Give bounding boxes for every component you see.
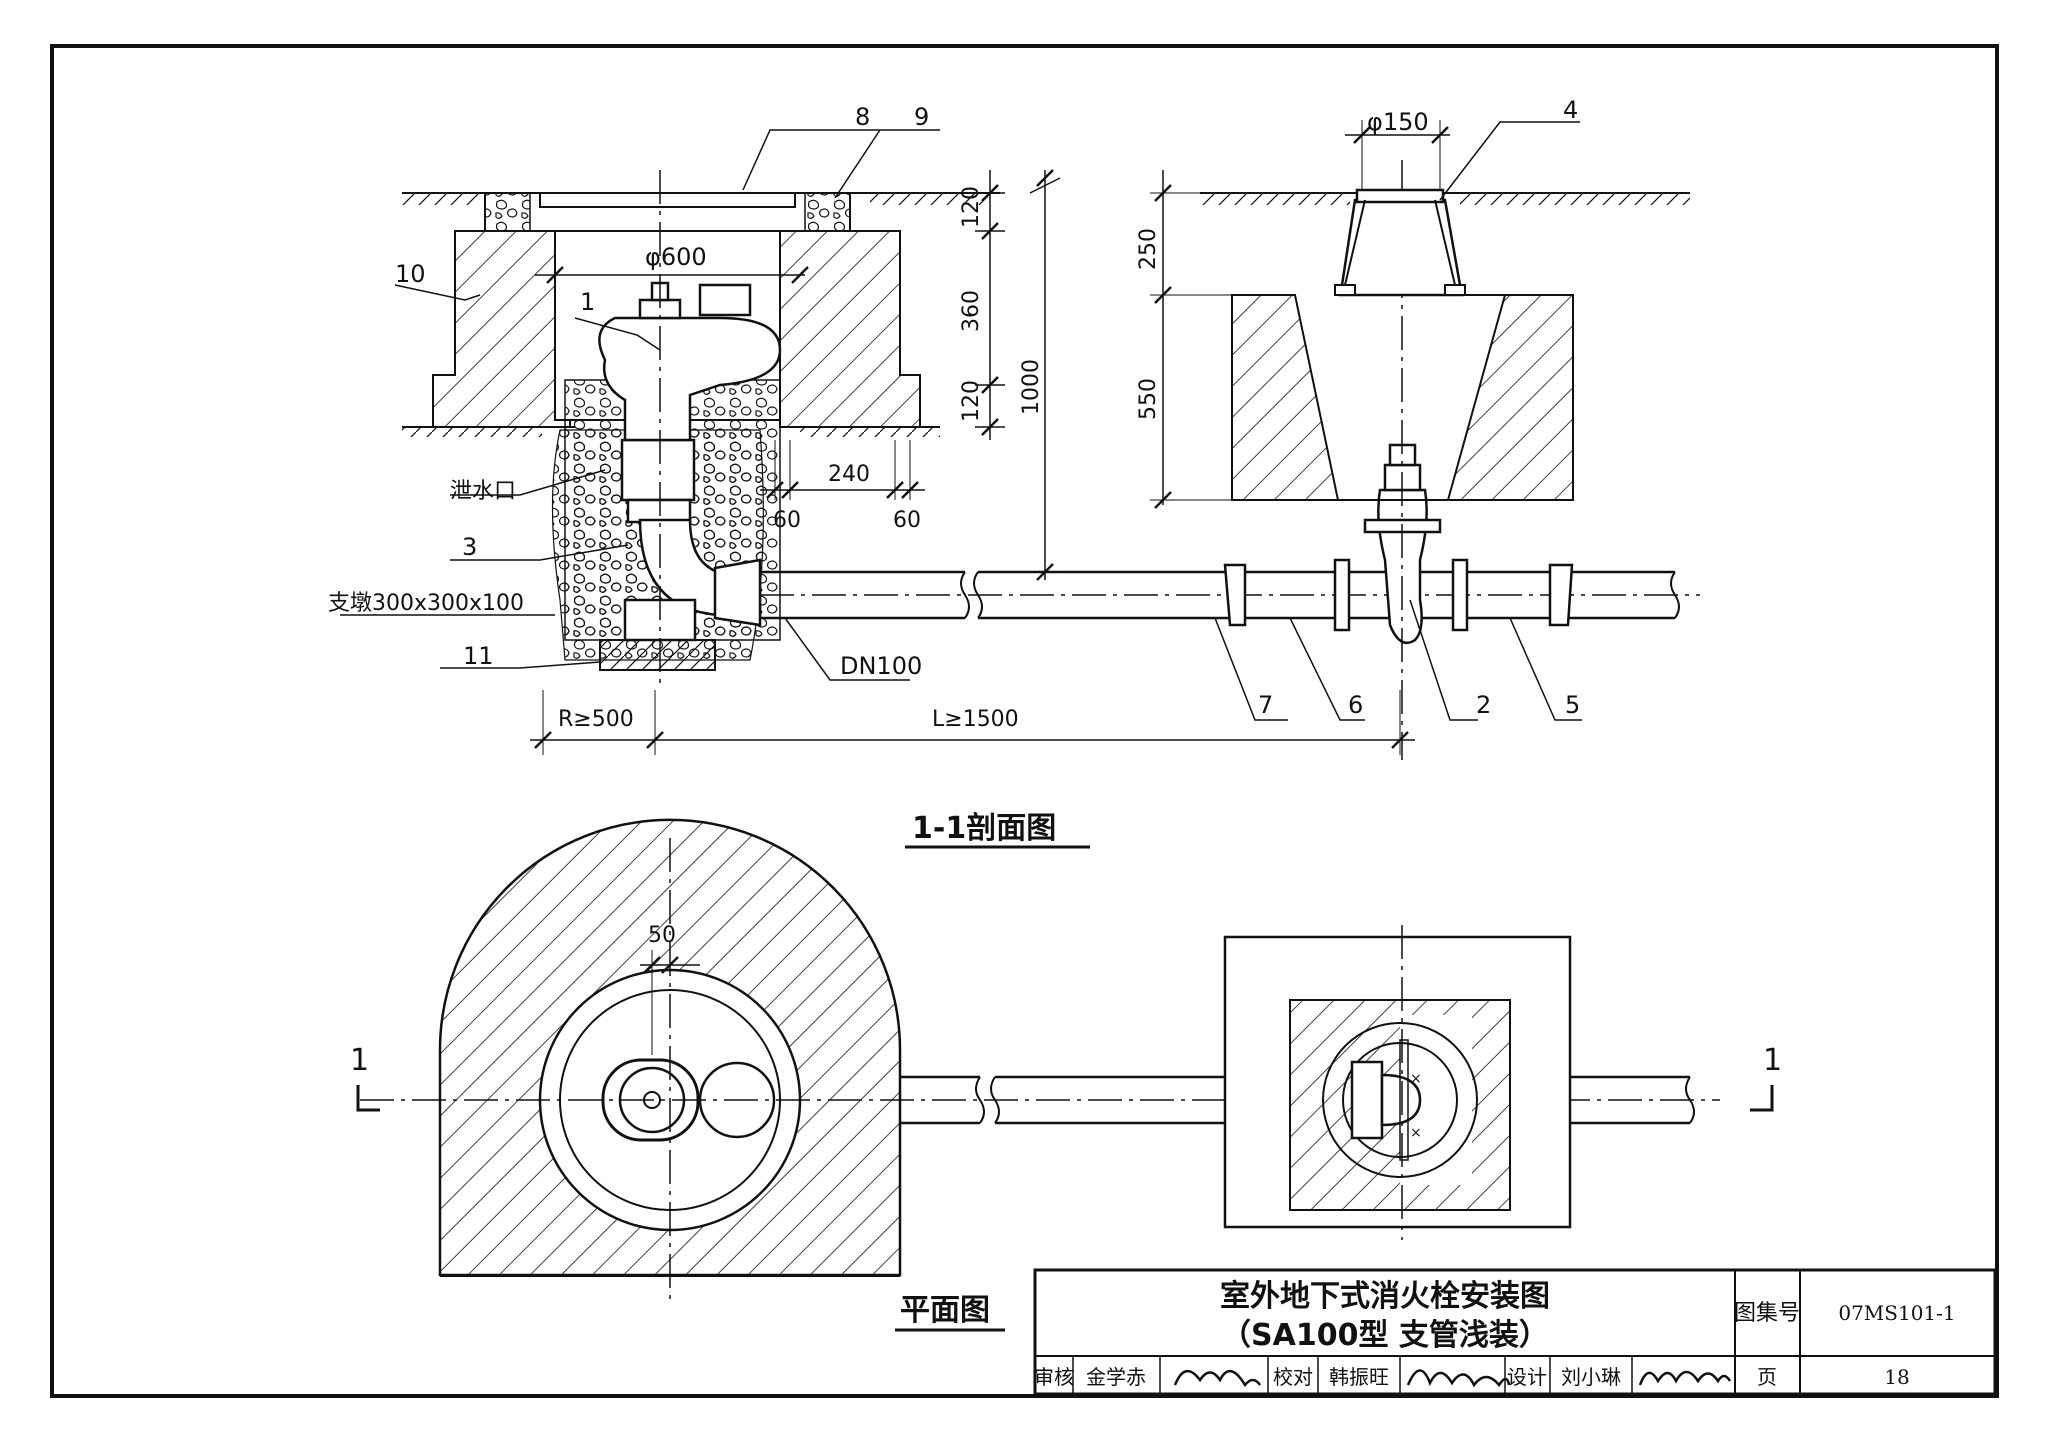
dim-120-bottom: 120 xyxy=(959,380,984,422)
dim-r500: R≥500 xyxy=(558,707,634,732)
label-10: 10 xyxy=(395,260,426,288)
dim-360: 360 xyxy=(959,290,984,332)
section-title: 1-1剖面图 xyxy=(912,811,1056,846)
check-signature xyxy=(1406,1369,1511,1388)
dim-120-top: 120 xyxy=(959,186,984,228)
label-4: 4 xyxy=(1563,96,1578,124)
page-label: 页 xyxy=(1757,1365,1777,1389)
label-3: 3 xyxy=(462,533,477,561)
cut-mark-left: 1 xyxy=(350,1043,369,1078)
label-1: 1 xyxy=(580,288,595,316)
design-name: 刘小琳 xyxy=(1561,1365,1621,1389)
label-6: 6 xyxy=(1348,691,1363,719)
label-pipe: DN100 xyxy=(840,652,922,680)
drawing-text: 8 9 4 10 1 泄水口 3 支墩300x300x100 11 DN100 … xyxy=(328,96,1956,1389)
label-11: 11 xyxy=(463,642,494,670)
label-8: 8 xyxy=(855,103,870,131)
dim-550: 550 xyxy=(1136,378,1161,420)
design-label: 设计 xyxy=(1507,1365,1547,1389)
dim-600: φ600 xyxy=(645,243,707,271)
page-value: 18 xyxy=(1884,1365,1909,1389)
label-drain: 泄水口 xyxy=(450,479,516,504)
plan-title: 平面图 xyxy=(900,1293,990,1328)
dim-50: 50 xyxy=(648,923,676,948)
label-5: 5 xyxy=(1565,691,1580,719)
review-name: 金学赤 xyxy=(1086,1365,1146,1389)
review-label: 审核 xyxy=(1034,1365,1074,1389)
plan-view: × × xyxy=(356,818,1774,1332)
svg-text:×: × xyxy=(1410,1125,1422,1141)
cut-mark-right: 1 xyxy=(1763,1043,1782,1078)
dim-150: φ150 xyxy=(1367,108,1429,136)
atlas-value: 07MS101-1 xyxy=(1838,1301,1955,1325)
section-view xyxy=(340,120,1700,849)
title-block xyxy=(1033,1268,1997,1396)
check-name: 韩振旺 xyxy=(1329,1365,1389,1389)
dim-60-left: 60 xyxy=(773,508,801,533)
dim-1000: 1000 xyxy=(1019,359,1044,415)
dim-240: 240 xyxy=(828,462,870,487)
design-signature xyxy=(1638,1370,1732,1386)
title-line-1: 室外地下式消火栓安装图 xyxy=(1220,1279,1550,1314)
label-9: 9 xyxy=(914,103,929,131)
dim-l1500: L≥1500 xyxy=(932,707,1019,732)
drawing-frame xyxy=(50,44,1999,1398)
label-2: 2 xyxy=(1476,691,1491,719)
svg-text:×: × xyxy=(1410,1071,1422,1087)
atlas-label: 图集号 xyxy=(1734,1301,1800,1326)
label-pier: 支墩300x300x100 xyxy=(328,591,524,616)
dim-60-right: 60 xyxy=(893,508,921,533)
review-signature xyxy=(1173,1370,1262,1388)
label-7: 7 xyxy=(1258,691,1273,719)
dim-250: 250 xyxy=(1136,228,1161,270)
title-line-2: （SA100型 支管浅装） xyxy=(1221,1318,1549,1353)
check-label: 校对 xyxy=(1273,1365,1313,1389)
